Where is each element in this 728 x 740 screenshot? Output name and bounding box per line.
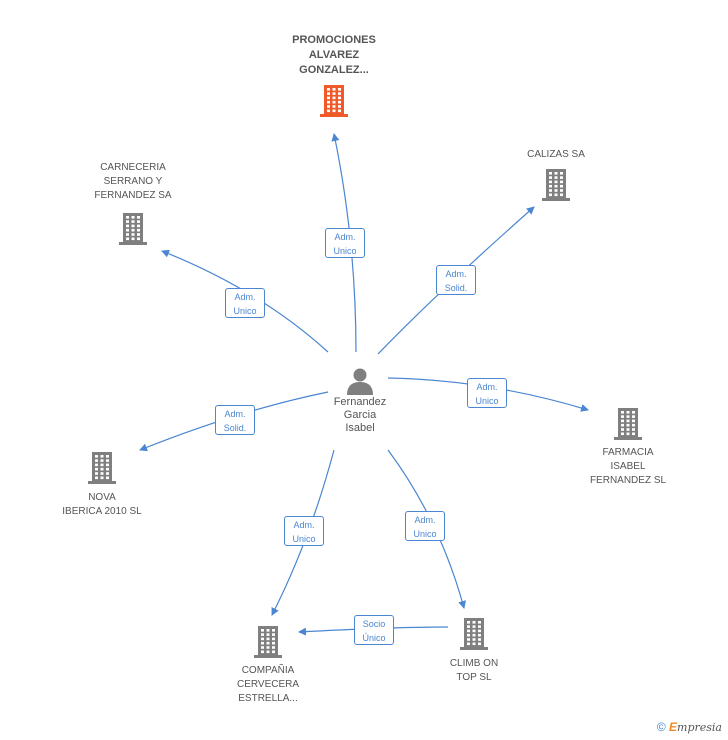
company-icon-farmacia[interactable] <box>613 407 643 441</box>
company-name: NOVA IBERICA 2010 SL <box>62 492 142 517</box>
edge-role-label[interactable]: Adm. Unico <box>225 288 265 318</box>
company-label-carneceria[interactable]: CARNECERIA SERRANO Y FERNANDEZ SA <box>78 161 188 203</box>
company-icon-carneceria[interactable] <box>118 212 148 246</box>
edge-role-label[interactable]: Adm. Unico <box>325 228 365 258</box>
company-label-climb[interactable]: CLIMB ON TOP SL <box>429 657 519 685</box>
company-label-promociones[interactable]: PROMOCIONES ALVAREZ GONZALEZ... <box>279 33 389 78</box>
company-label-compania[interactable]: COMPAÑIA CERVECERA ESTRELLA... <box>213 664 323 706</box>
person-name: Fernandez Garcia Isabel <box>333 396 387 434</box>
edge-role-label[interactable]: Adm. Solid. <box>436 265 476 295</box>
edge-role-label[interactable]: Adm. Unico <box>467 378 507 408</box>
company-name: CLIMB ON TOP SL <box>449 658 499 683</box>
company-icon-climb[interactable] <box>459 617 489 651</box>
brand-name: mpresia <box>677 721 722 734</box>
brand-initial: E <box>669 720 678 734</box>
company-icon-calizas[interactable] <box>541 168 571 202</box>
edge-role-label[interactable]: Adm. Unico <box>284 516 324 546</box>
building-icon <box>88 452 116 484</box>
company-name: PROMOCIONES ALVAREZ GONZALEZ... <box>292 34 376 76</box>
edge-role-label[interactable]: Socio Único <box>354 615 394 645</box>
company-icon-compania[interactable] <box>253 625 283 659</box>
edge-role-label[interactable]: Adm. Solid. <box>215 405 255 435</box>
edge-role-label[interactable]: Adm. Unico <box>405 511 445 541</box>
company-name: CARNECERIA SERRANO Y FERNANDEZ SA <box>94 162 172 201</box>
building-icon <box>254 626 282 658</box>
footer-brand: © Empresia <box>657 720 722 734</box>
company-name: COMPAÑIA CERVECERA ESTRELLA... <box>236 665 300 704</box>
building-icon <box>614 408 642 440</box>
building-icon <box>320 85 348 117</box>
company-label-nova[interactable]: NOVA IBERICA 2010 SL <box>47 491 157 519</box>
company-name: FARMACIA ISABEL FERNANDEZ SL <box>589 447 667 486</box>
person-node-center[interactable]: Fernandez Garcia Isabel <box>318 366 402 435</box>
building-icon <box>460 618 488 650</box>
company-icon-promociones[interactable] <box>319 84 349 118</box>
person-icon <box>347 368 373 395</box>
company-name: CALIZAS SA <box>527 149 585 160</box>
company-label-calizas[interactable]: CALIZAS SA <box>511 148 601 162</box>
building-icon <box>542 169 570 201</box>
company-icon-nova[interactable] <box>87 451 117 485</box>
building-icon <box>119 213 147 245</box>
company-label-farmacia[interactable]: FARMACIA ISABEL FERNANDEZ SL <box>573 446 683 488</box>
copyright-symbol: © <box>656 720 666 734</box>
